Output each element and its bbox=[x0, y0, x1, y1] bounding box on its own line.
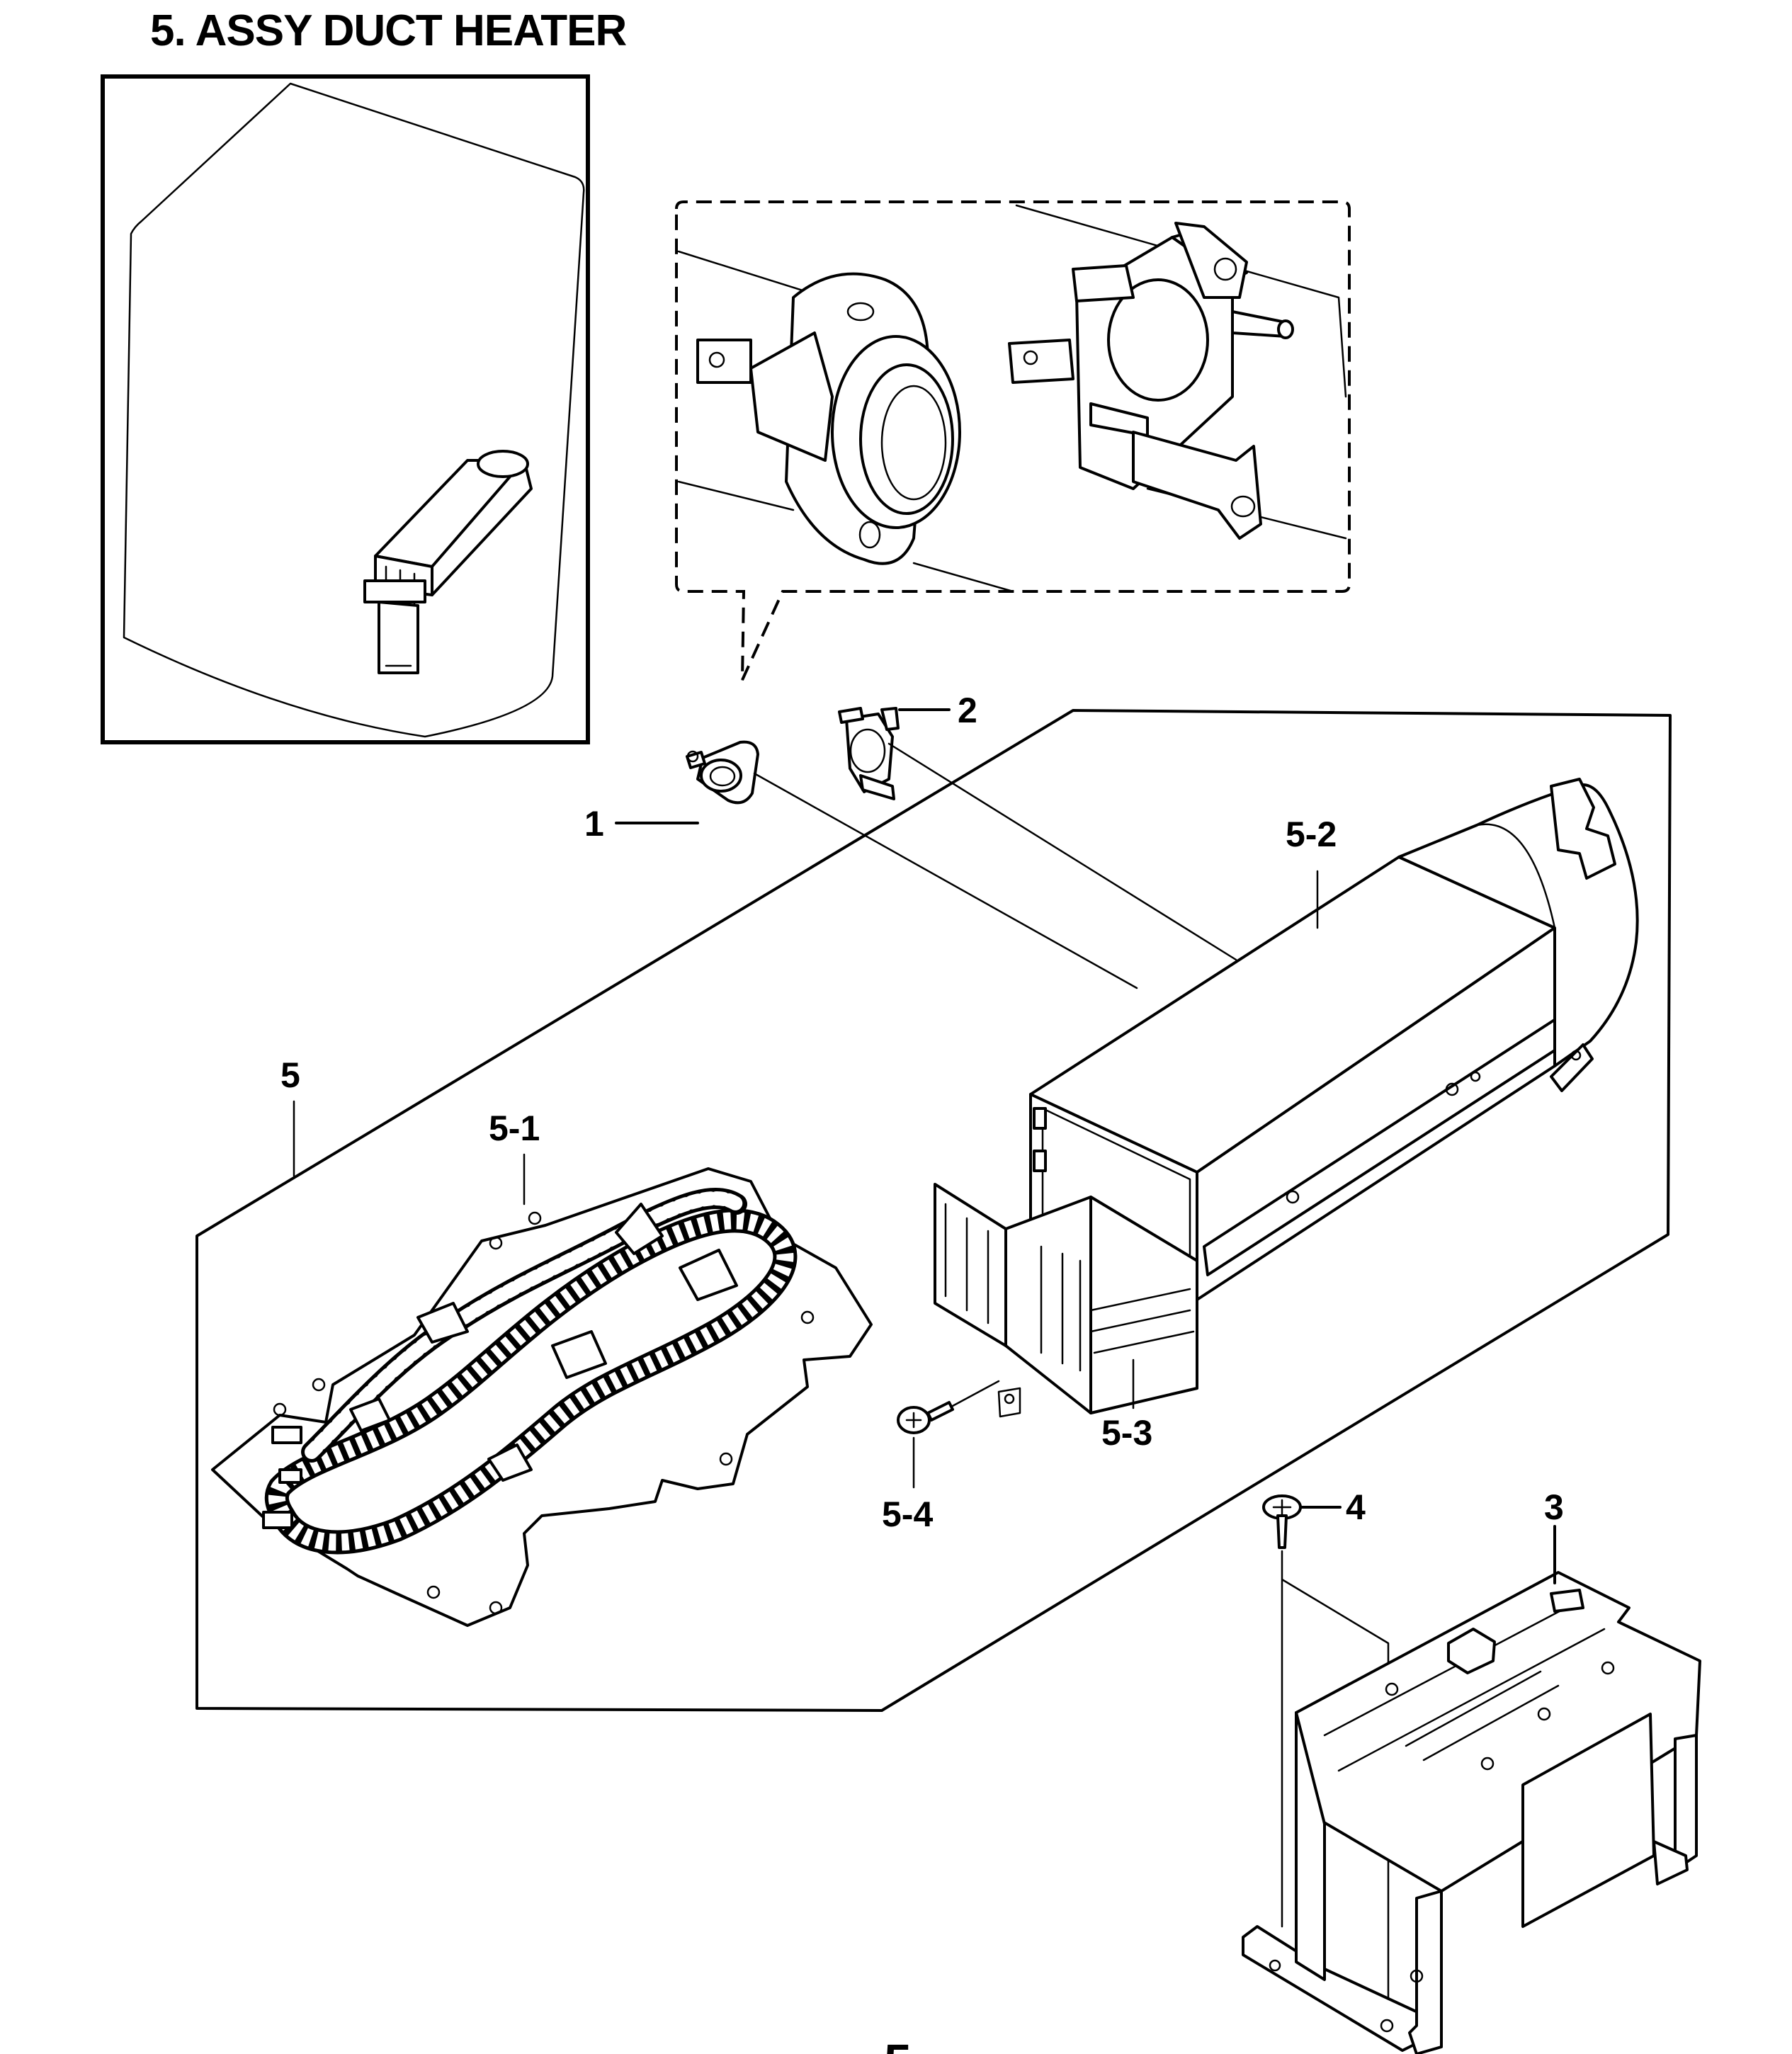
page-number-mark: 5 bbox=[884, 2034, 912, 2054]
part-5-4-screw bbox=[897, 1401, 954, 1434]
leader-5-4-to-bracket bbox=[951, 1380, 1000, 1407]
part-5-2-duct bbox=[1029, 778, 1639, 1301]
leader-4-to-bracket bbox=[1281, 1550, 1390, 2020]
part-2-cutoff bbox=[838, 707, 900, 800]
page-title: 5. ASSY DUCT HEATER bbox=[150, 6, 627, 55]
callout-label-3: 3 bbox=[1544, 1487, 1564, 1527]
part-3-support-bracket bbox=[1242, 1571, 1701, 2054]
locator-inset bbox=[101, 74, 590, 744]
leader-1-to-duct bbox=[753, 772, 1138, 989]
part-5-3-end-bracket bbox=[934, 1183, 1198, 1418]
callout-label-4: 4 bbox=[1346, 1487, 1366, 1527]
part-1-thermostat bbox=[686, 740, 759, 805]
part-5-1-heater-coil bbox=[211, 1167, 873, 1627]
assembly-5-boundary bbox=[195, 709, 1672, 1712]
inset-heater-duct bbox=[363, 450, 533, 674]
callout-label-5-4: 5-4 bbox=[882, 1494, 933, 1534]
callout-label-5-2: 5-2 bbox=[1286, 815, 1337, 854]
callout-label-2: 2 bbox=[958, 691, 977, 730]
callout-label-5-1: 5-1 bbox=[489, 1108, 540, 1148]
callout-label-5-3: 5-3 bbox=[1101, 1413, 1152, 1453]
leader-2-to-duct bbox=[888, 742, 1237, 961]
cutoff-detail-enlarged bbox=[1008, 222, 1294, 540]
callout-label-5: 5 bbox=[280, 1055, 300, 1095]
detail-balloon bbox=[675, 200, 1351, 681]
thermostat-detail-enlarged bbox=[696, 272, 961, 565]
callout-label-1: 1 bbox=[584, 804, 604, 844]
part-4-screw bbox=[1262, 1494, 1302, 1549]
